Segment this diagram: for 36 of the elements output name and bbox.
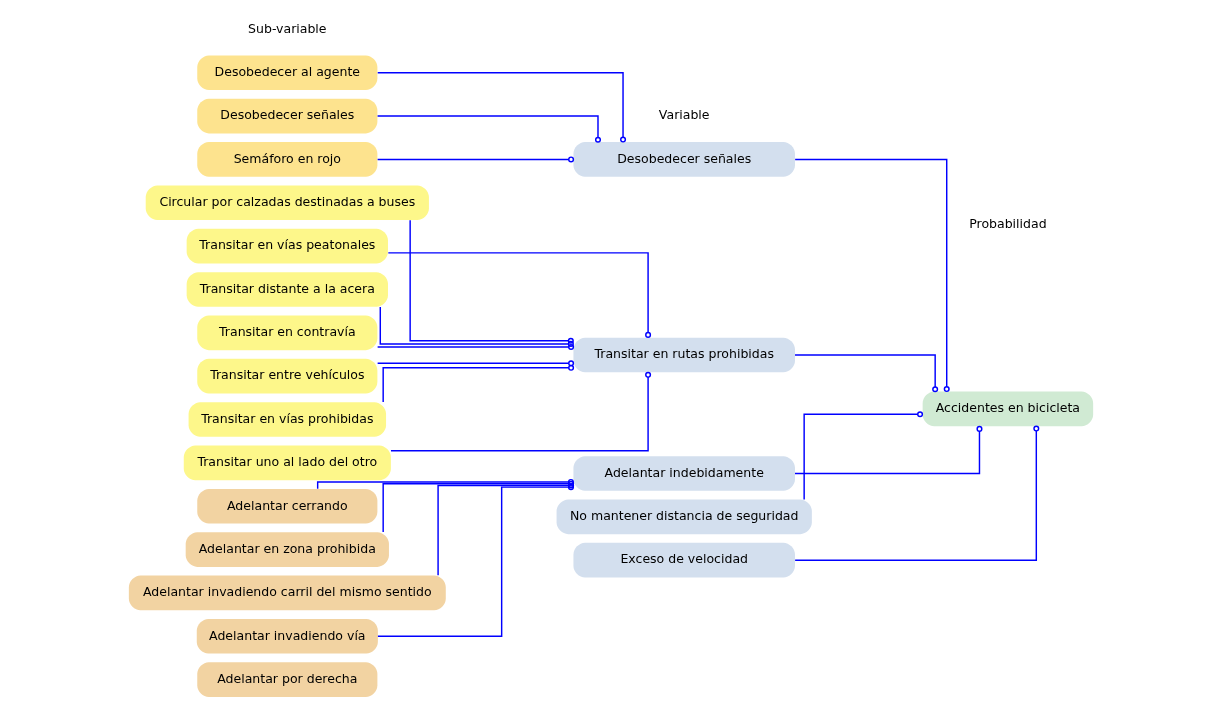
node-box: Transitar en rutas prohibidas xyxy=(572,337,795,373)
connector xyxy=(387,252,651,338)
connector xyxy=(793,158,950,393)
node-box: Adelantar indebidamente xyxy=(572,456,795,491)
node-box: Adelantar por derecha xyxy=(196,662,377,697)
node-box: Transitar uno al lado del otro xyxy=(183,445,391,481)
node-box: Desobedecer señales xyxy=(572,142,795,177)
node-box: Accidentes en bicicleta xyxy=(922,391,1093,427)
node-box: Transitar distante a la acera xyxy=(186,272,388,307)
node-box: Exceso de velocidad xyxy=(572,542,795,578)
node-box: Adelantar en zona prohibida xyxy=(185,532,389,567)
connector xyxy=(376,72,626,143)
node-box: Transitar en vías prohibidas xyxy=(188,402,386,437)
node-box: Adelantar invadiendo vía xyxy=(196,618,378,654)
connector xyxy=(376,156,574,163)
label: Probabilidad xyxy=(968,216,1047,232)
node-box: Adelantar invadiendo carril del mismo sentido xyxy=(128,575,446,611)
connector xyxy=(376,115,601,143)
node-box: Circular por calzadas destinadas a buses xyxy=(145,185,429,221)
node-box: Desobedecer señales xyxy=(196,98,377,134)
node-box: Transitar entre vehículos xyxy=(196,358,377,394)
connector xyxy=(793,354,938,393)
node-box: Adelantar cerrando xyxy=(196,488,377,524)
node-box: Desobedecer al agente xyxy=(196,55,377,91)
label: Variable xyxy=(658,107,710,123)
connector xyxy=(389,371,651,452)
node-box: Transitar en contravía xyxy=(196,315,377,351)
node-box: Transitar en vías peatonales xyxy=(186,228,388,264)
node-box: Semáforo en rojo xyxy=(196,142,377,177)
connector xyxy=(793,425,1039,561)
node-box: No mantener distancia de seguridad xyxy=(556,499,812,535)
connector xyxy=(376,344,574,351)
connector xyxy=(802,411,923,501)
connector xyxy=(381,364,574,403)
connector xyxy=(793,425,982,475)
label: Sub-variable xyxy=(247,20,327,36)
